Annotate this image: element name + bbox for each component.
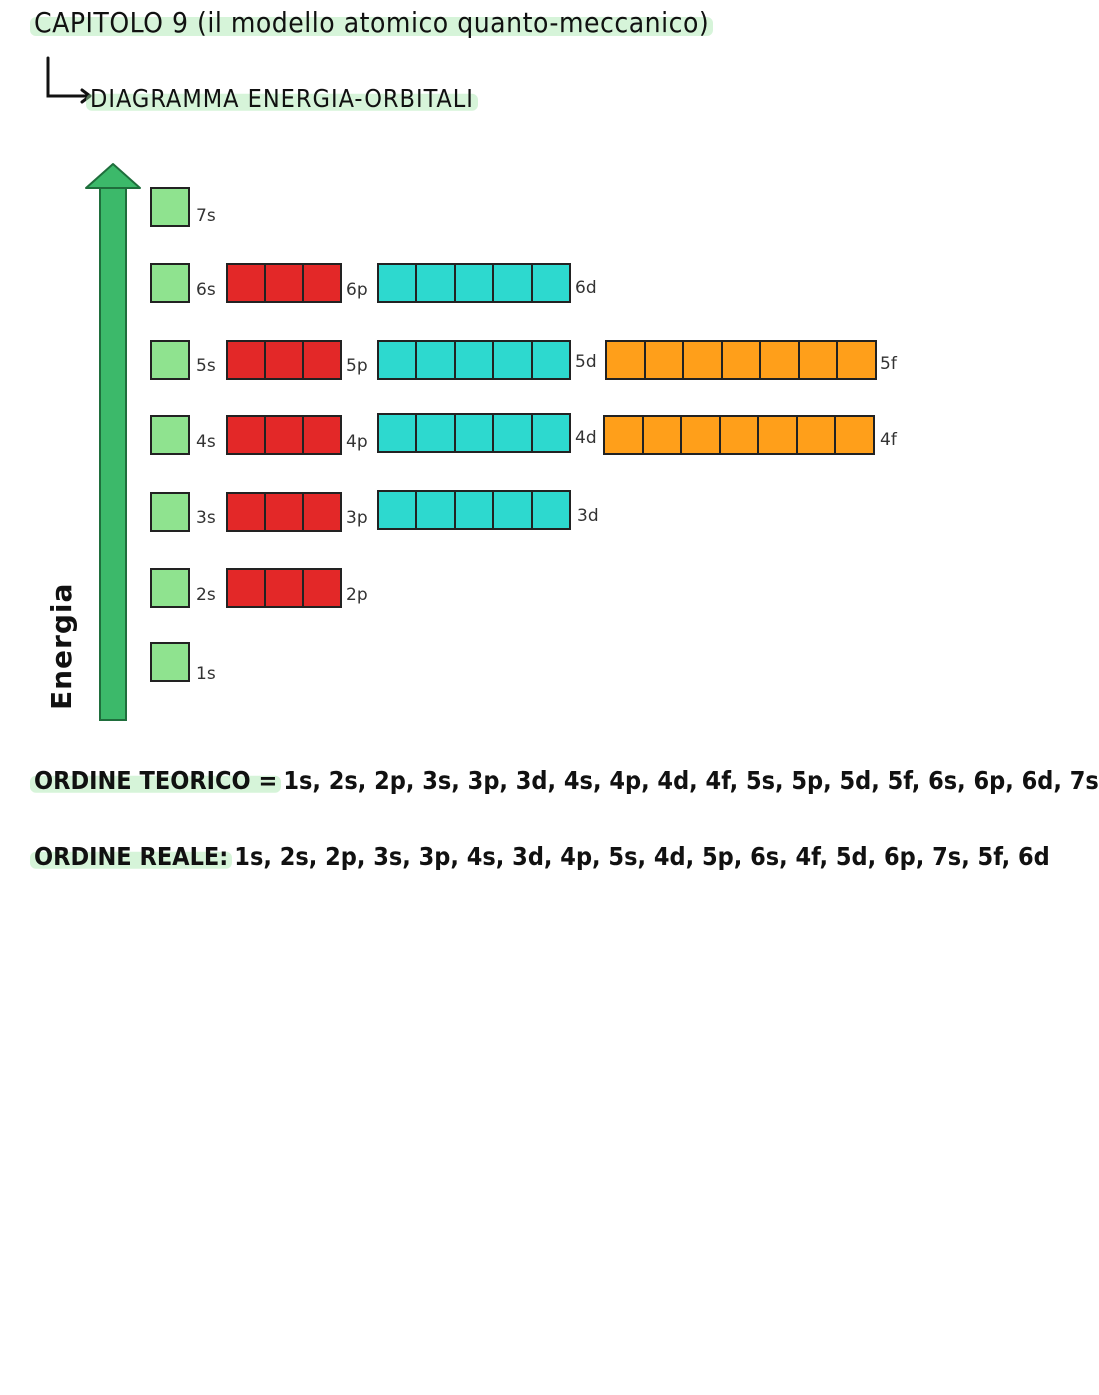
page-title: CAPITOLO 9 (il modello atomico quanto-me… (34, 6, 710, 39)
orbital-5d (377, 340, 571, 380)
orbital-6d (377, 263, 571, 303)
orbital-label-2s: 2s (196, 585, 216, 605)
orbital-label-5p: 5p (346, 356, 368, 376)
order-reale-sequence: 1s, 2s, 2p, 3s, 3p, 4s, 3d, 4p, 5s, 4d, … (234, 842, 1050, 871)
orbital-label-3d: 3d (577, 506, 599, 526)
orbital-label-7s: 7s (196, 206, 216, 226)
orbital-label-1s: 1s (196, 664, 216, 684)
orbital-label-4d: 4d (575, 428, 597, 448)
orbital-5f (605, 340, 877, 380)
energy-axis-label: Energia (45, 582, 78, 710)
orbital-4f (603, 415, 875, 455)
orbital-label-6p: 6p (346, 280, 368, 300)
orbital-label-5f: 5f (880, 354, 897, 374)
orbital-1s (150, 642, 190, 682)
orbital-label-4p: 4p (346, 432, 368, 452)
orbital-5p (226, 340, 342, 380)
orbital-2p (226, 568, 342, 608)
orbital-7s (150, 187, 190, 227)
order-reale-label: ORDINE REALE: (34, 842, 229, 871)
orbital-5s (150, 340, 190, 380)
orbital-label-5s: 5s (196, 356, 216, 376)
orbital-2s (150, 568, 190, 608)
order-teorico-sequence: 1s, 2s, 2p, 3s, 3p, 3d, 4s, 4p, 4d, 4f, … (283, 766, 1099, 795)
order-teorico-label: ORDINE TEORICO = (34, 766, 278, 795)
energy-arrow-icon (85, 163, 141, 721)
orbital-label-4s: 4s (196, 432, 216, 452)
orbital-label-4f: 4f (880, 430, 897, 450)
orbital-label-3s: 3s (196, 508, 216, 528)
orbital-4p (226, 415, 342, 455)
orbital-label-6d: 6d (575, 278, 597, 298)
orbital-label-6s: 6s (196, 280, 216, 300)
orbital-4s (150, 415, 190, 455)
order-teorico: ORDINE TEORICO =1s, 2s, 2p, 3s, 3p, 3d, … (34, 766, 1099, 795)
page-subtitle: DIAGRAMMA ENERGIA-ORBITALI (90, 84, 474, 113)
orbital-3p (226, 492, 342, 532)
orbital-6s (150, 263, 190, 303)
orbital-label-3p: 3p (346, 508, 368, 528)
orbital-label-2p: 2p (346, 585, 368, 605)
order-reale: ORDINE REALE:1s, 2s, 2p, 3s, 3p, 4s, 3d,… (34, 842, 1050, 871)
orbital-3d (377, 490, 571, 530)
orbital-label-5d: 5d (575, 352, 597, 372)
orbital-6p (226, 263, 342, 303)
orbital-4d (377, 413, 571, 453)
orbital-3s (150, 492, 190, 532)
